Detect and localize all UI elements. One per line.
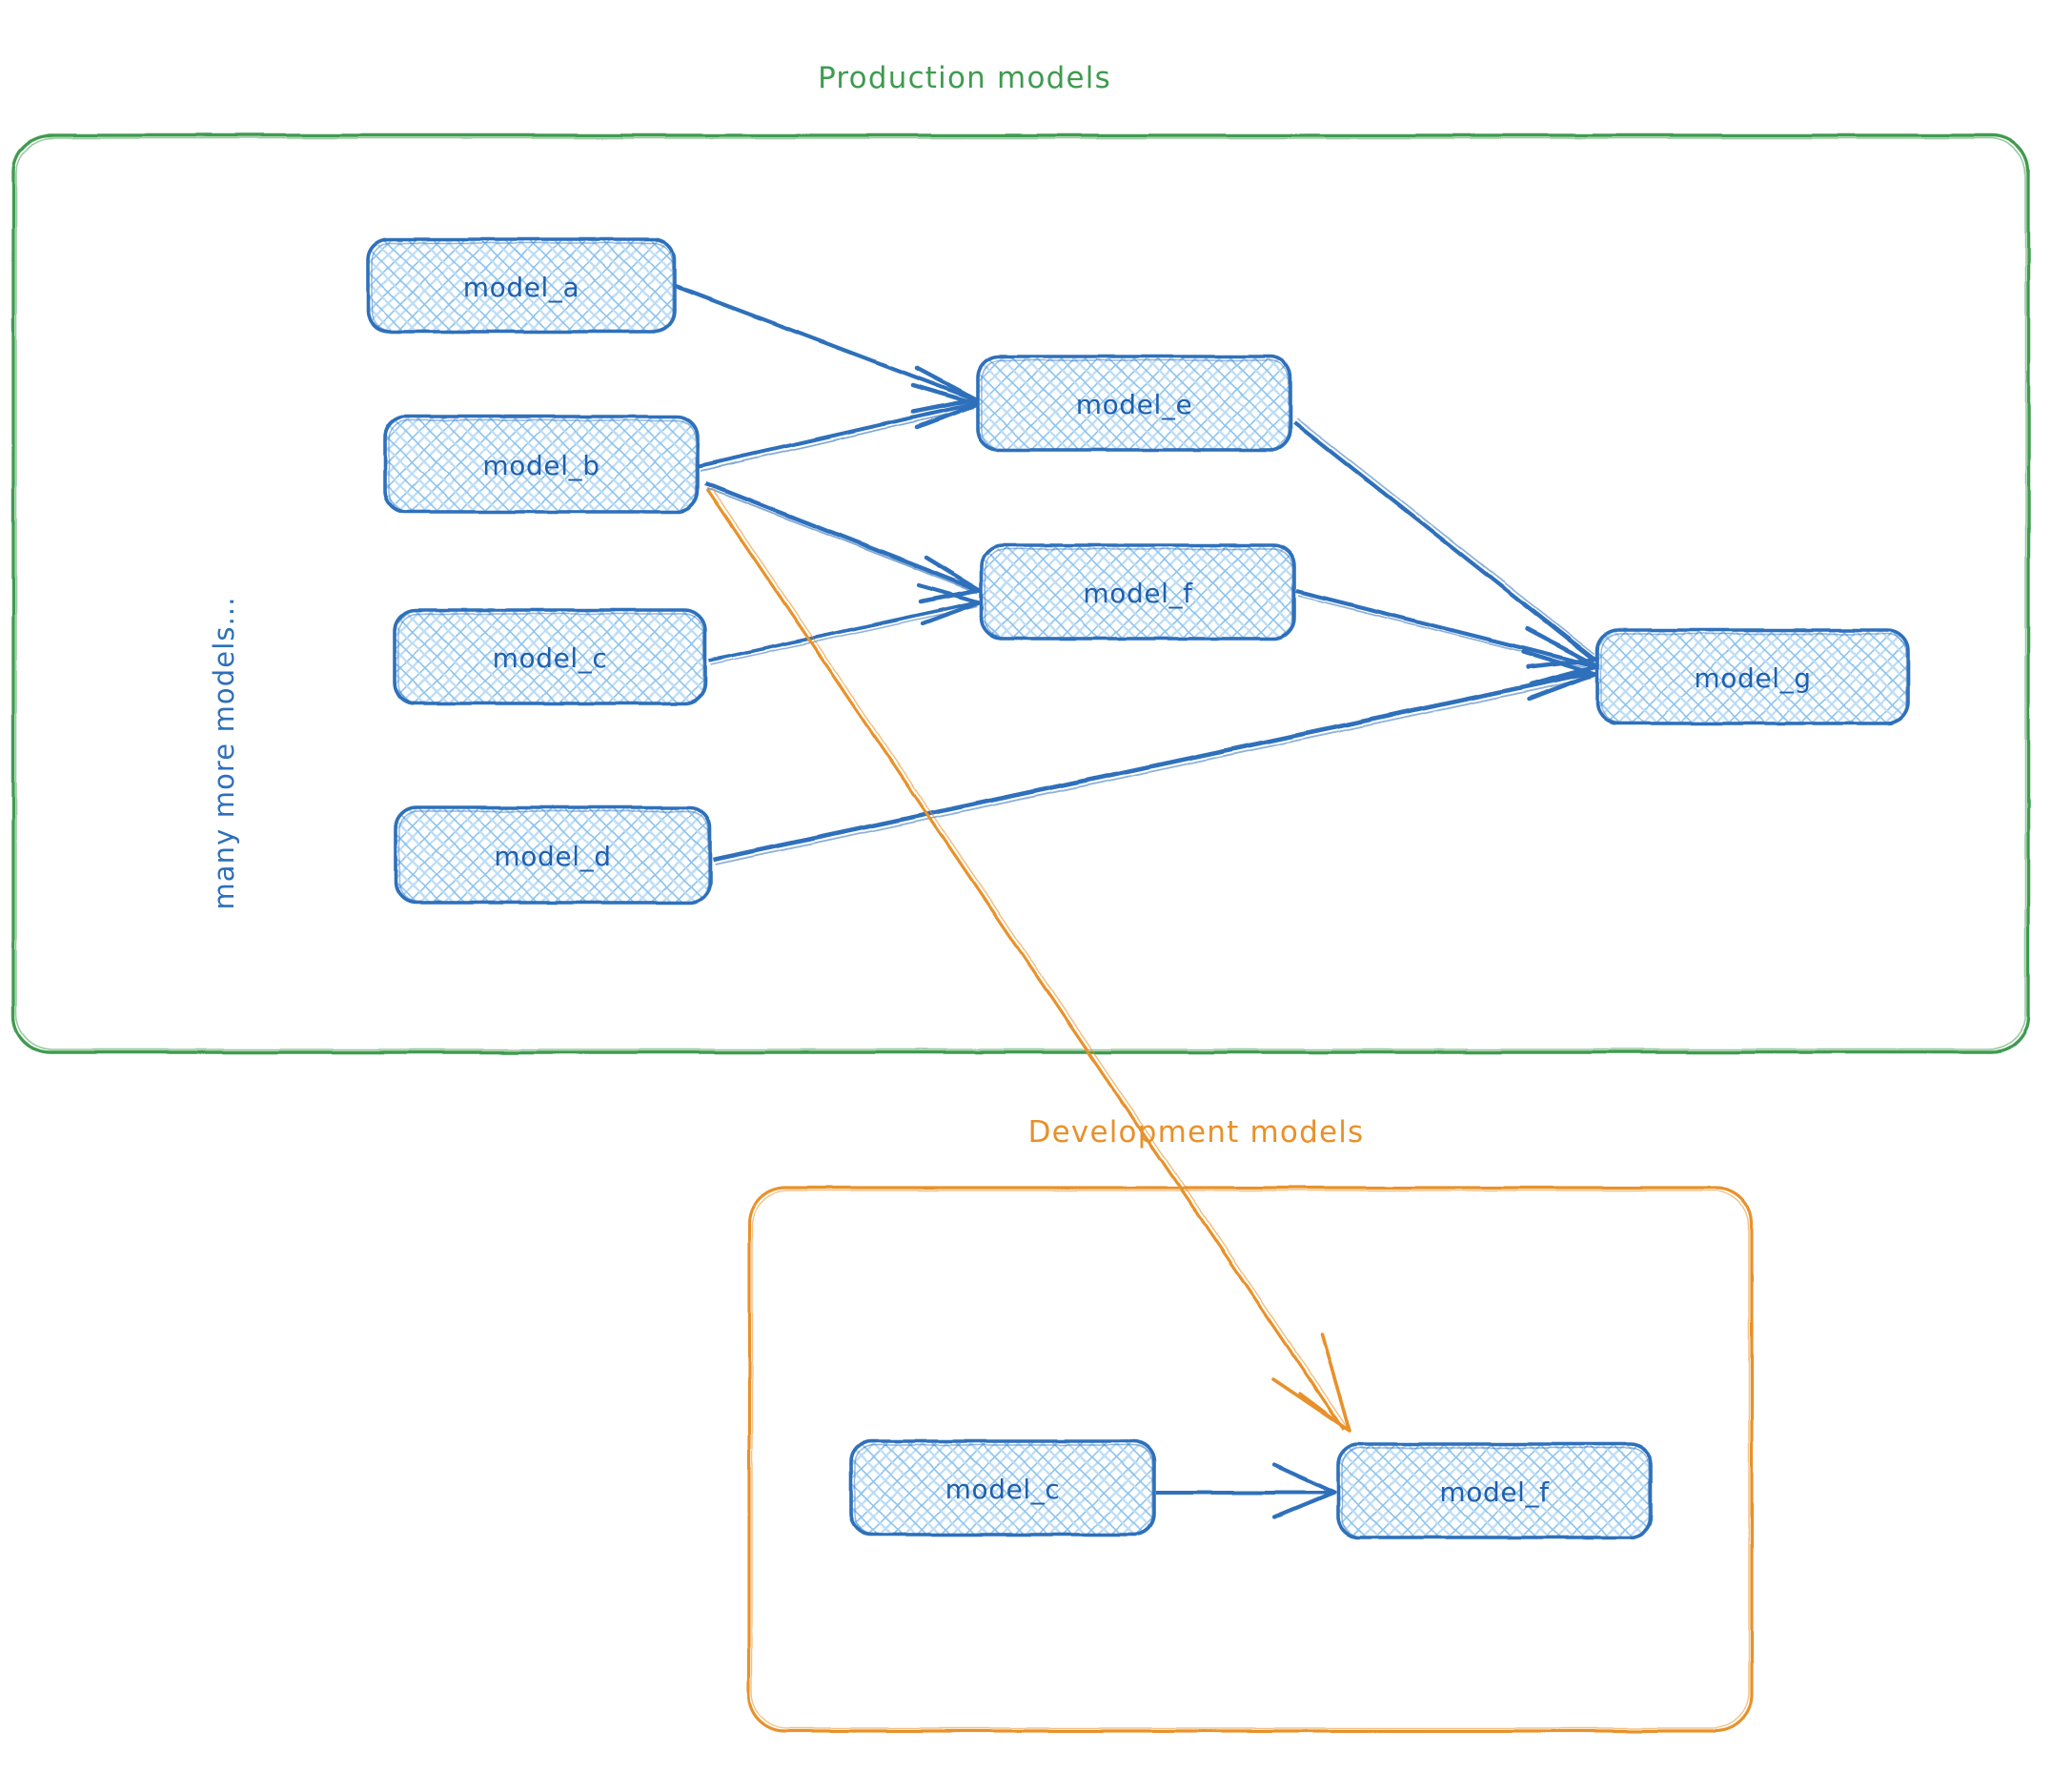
node-label: model_c	[945, 1474, 1061, 1505]
node-label: model_c	[493, 642, 608, 674]
node-label: model_g	[1694, 662, 1811, 694]
node-dev-model-c[interactable]: model_c	[849, 1439, 1156, 1537]
node-label: model_e	[1076, 389, 1193, 420]
edge-dev-model-c-to-dev-model-f	[1156, 1462, 1337, 1520]
edge-model-a-to-model-e	[674, 284, 979, 415]
edge-model-b-to-model-f	[704, 480, 983, 604]
node-prod-model-b[interactable]: model_b	[383, 415, 700, 514]
production-group-border	[11, 133, 2030, 1054]
node-box[interactable]	[980, 543, 1296, 641]
node-box-sketch	[397, 613, 704, 703]
node-label: model_a	[463, 272, 580, 303]
development-group-title: Development models	[1028, 1115, 1365, 1150]
node-box[interactable]	[394, 805, 712, 905]
node-box-sketch	[398, 810, 709, 903]
node-box-sketch	[854, 1444, 1153, 1535]
production-group-border-sketch	[15, 137, 2026, 1050]
node-box-sketch	[1600, 633, 1907, 723]
node-prod-model-g[interactable]: model_g	[1595, 628, 1910, 725]
node-label: model_f	[1439, 1476, 1550, 1508]
node-box-sketch	[1341, 1447, 1650, 1537]
node-prod-model-f[interactable]: model_f	[980, 543, 1296, 641]
edge-model-f-to-model-g	[1295, 588, 1600, 687]
group-development: Development models	[747, 1115, 1754, 1733]
node-box-sketch	[371, 242, 674, 332]
node-label: model_f	[1083, 578, 1193, 609]
node-box[interactable]	[393, 608, 707, 705]
node-prod-model-d[interactable]: model_d	[394, 805, 712, 905]
node-box[interactable]	[383, 415, 700, 514]
development-group-border	[747, 1186, 1754, 1733]
edge-model-b-to-dev-model-f	[705, 486, 1351, 1433]
group-production: Production models	[11, 61, 2030, 1054]
edge-model-c-to-model-f	[708, 582, 983, 665]
node-box-sketch	[388, 419, 697, 512]
edges-layer	[674, 284, 1600, 1520]
node-prod-model-a[interactable]: model_a	[366, 237, 677, 334]
node-dev-model-f[interactable]: model_f	[1336, 1442, 1653, 1539]
node-box-sketch	[985, 548, 1293, 639]
development-group-border-sketch	[751, 1190, 1750, 1729]
production-group-title: Production models	[818, 61, 1111, 95]
node-box[interactable]	[1595, 628, 1910, 725]
node-box-sketch	[981, 359, 1290, 450]
many-more-models-note: many more models...	[208, 596, 240, 909]
node-box[interactable]	[366, 237, 677, 334]
node-box[interactable]	[1336, 1442, 1653, 1539]
edge-model-d-to-model-g	[712, 649, 1598, 865]
node-label: model_b	[482, 450, 599, 481]
node-prod-model-e[interactable]: model_e	[976, 355, 1292, 452]
node-label: model_d	[494, 841, 611, 872]
node-box[interactable]	[849, 1439, 1156, 1537]
edge-model-b-to-model-e	[698, 382, 981, 472]
edge-model-e-to-model-g	[1292, 417, 1598, 670]
node-box[interactable]	[976, 355, 1292, 452]
node-prod-model-c[interactable]: model_c	[393, 608, 707, 705]
